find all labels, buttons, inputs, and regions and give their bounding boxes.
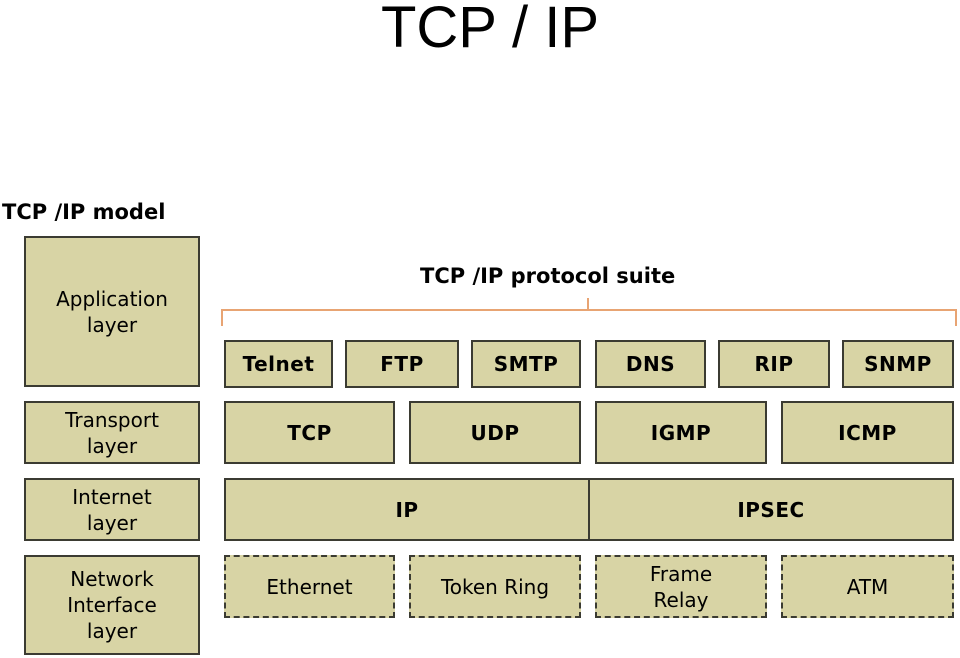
- protocol-label: Token Ring: [440, 574, 550, 599]
- model-layer-label: Internet layer: [72, 484, 152, 535]
- protocol-snmp: SNMP: [842, 340, 954, 388]
- protocol-smtp: SMTP: [471, 340, 581, 388]
- protocol-ip: IP: [224, 478, 590, 541]
- suite-bracket: [221, 298, 957, 326]
- model-layer-label: Network Interface layer: [67, 567, 157, 643]
- protocol-label: ATM: [846, 574, 889, 599]
- protocol-label: FTP: [380, 352, 424, 376]
- suite-bracket-line: [221, 298, 957, 326]
- model-heading: TCP /IP model: [2, 200, 166, 224]
- protocol-label: IGMP: [650, 420, 712, 445]
- model-layer-label: Transport layer: [65, 407, 159, 458]
- protocol-label: DNS: [625, 352, 676, 376]
- model-layer-network-interface: Network Interface layer: [24, 555, 200, 655]
- model-layer-internet: Internet layer: [24, 478, 200, 541]
- protocol-igmp: IGMP: [595, 401, 767, 464]
- protocol-label: Ethernet: [266, 574, 353, 599]
- model-layer-label: Application layer: [56, 286, 168, 337]
- protocol-dns: DNS: [595, 340, 706, 388]
- protocol-frame-relay: Frame Relay: [595, 555, 767, 618]
- protocol-label: SMTP: [493, 352, 559, 376]
- protocol-token-ring: Token Ring: [409, 555, 581, 618]
- protocol-tcp: TCP: [224, 401, 395, 464]
- model-layer-application: Application layer: [24, 236, 200, 387]
- protocol-label: Frame Relay: [649, 561, 713, 612]
- protocol-label: SNMP: [864, 352, 932, 376]
- model-layer-transport: Transport layer: [24, 401, 200, 464]
- protocol-icmp: ICMP: [781, 401, 954, 464]
- suite-heading: TCP /IP protocol suite: [420, 264, 676, 288]
- protocol-udp: UDP: [409, 401, 581, 464]
- protocol-rip: RIP: [718, 340, 830, 388]
- protocol-atm: ATM: [781, 555, 954, 618]
- protocol-label: UDP: [470, 420, 520, 445]
- protocol-ethernet: Ethernet: [224, 555, 395, 618]
- protocol-label: TCP: [287, 420, 332, 445]
- page-title: TCP / IP: [380, 0, 600, 60]
- protocol-label: Telnet: [242, 352, 315, 376]
- protocol-telnet: Telnet: [224, 340, 333, 388]
- protocol-label: IPSEC: [737, 497, 805, 522]
- protocol-label: ICMP: [838, 420, 897, 445]
- protocol-label: IP: [395, 497, 419, 522]
- protocol-ipsec: IPSEC: [588, 478, 954, 541]
- protocol-label: RIP: [754, 352, 794, 376]
- protocol-ftp: FTP: [345, 340, 459, 388]
